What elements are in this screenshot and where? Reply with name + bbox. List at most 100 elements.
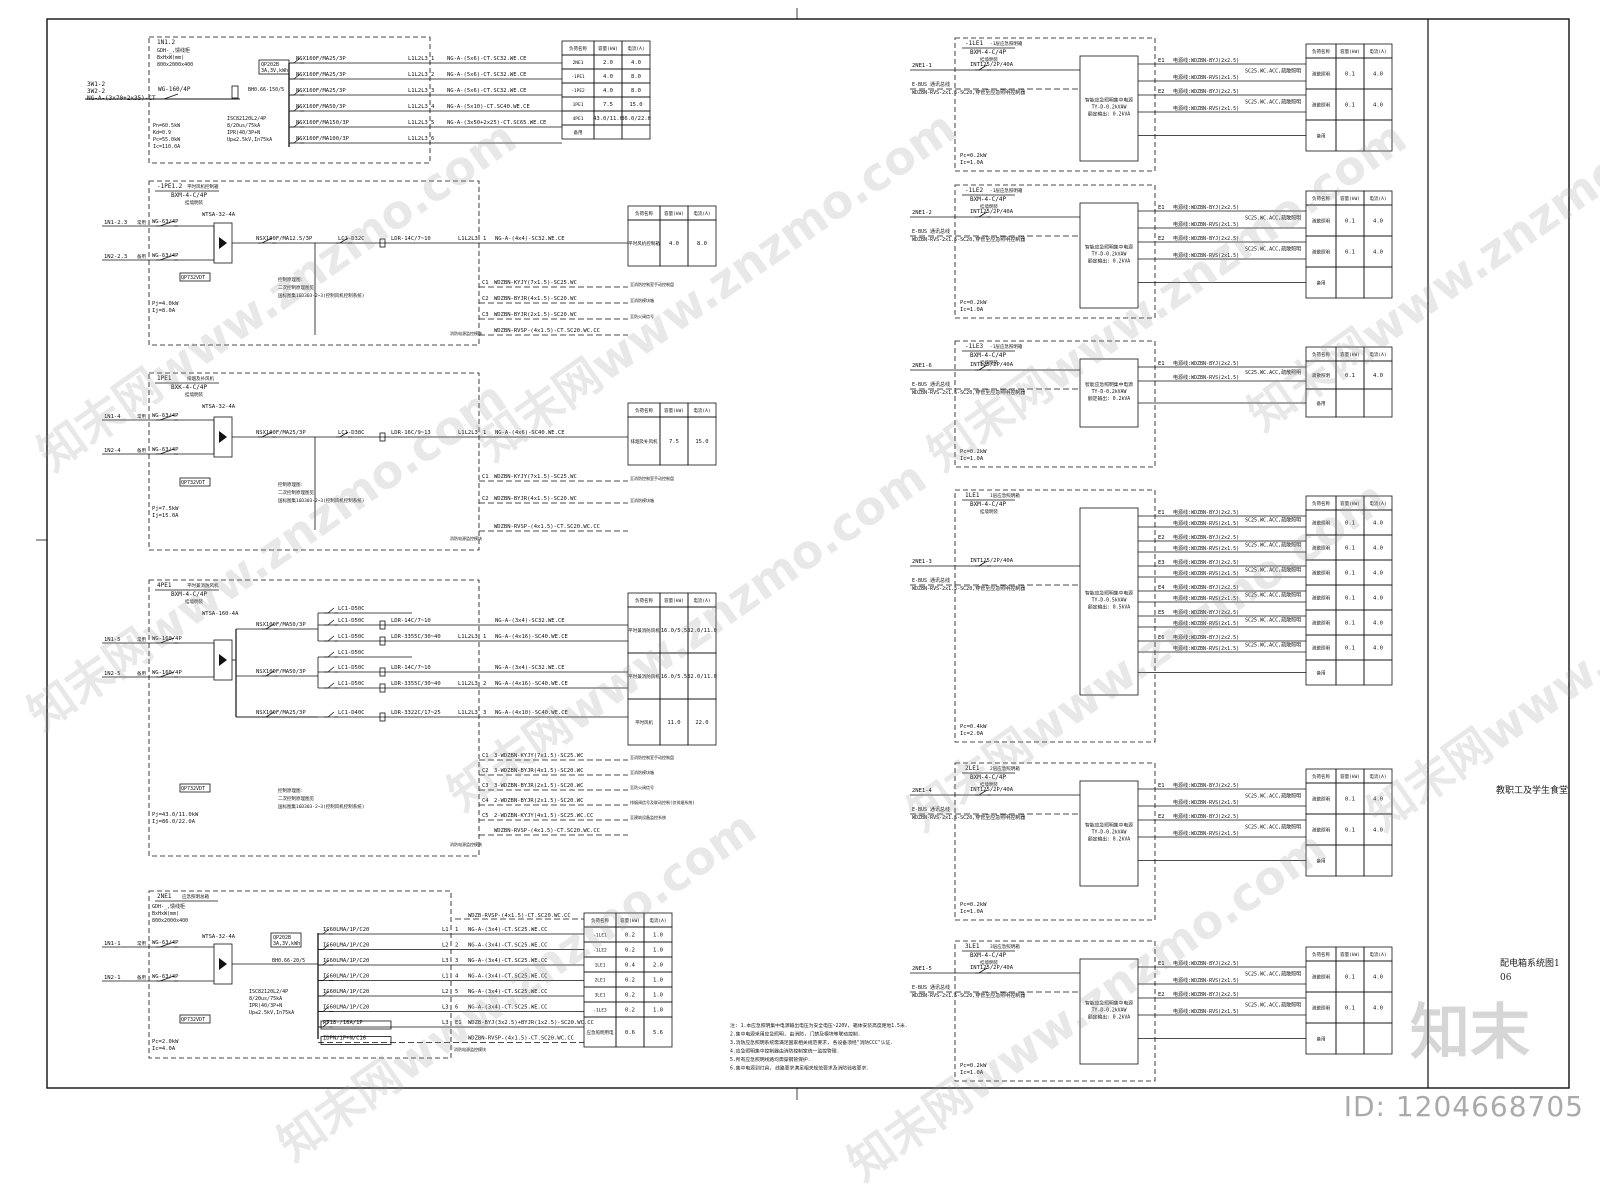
table-cell <box>1335 266 1365 299</box>
label: 电源线:WDZBN-RVS(2x1.5) <box>1173 545 1239 552</box>
table-cell-text: -1PE1 <box>571 74 585 80</box>
label: 备用 <box>137 670 146 677</box>
label: L2 <box>442 989 449 995</box>
label: 挂墙明装 <box>980 508 998 515</box>
overload-relay <box>379 620 386 630</box>
label: 1 <box>483 236 486 242</box>
label: 1N2-4 <box>104 448 121 454</box>
table-cell-text: 备用 <box>1317 858 1326 865</box>
table-cell-text: 1.0 <box>653 993 663 999</box>
label: BXM-4-C/4P <box>970 196 1007 203</box>
label: NG-A-(3x4)-CT.SC25.WE.CC <box>468 958 547 964</box>
label: Ij=86.0/22.0A <box>152 819 196 825</box>
label: L1L2L3 <box>408 56 428 62</box>
label: 电源线:WDZBN-RVS(2x1.5) <box>1173 520 1239 527</box>
label: 电源线:WDZBN-RVS(2x1.5) <box>1173 595 1239 602</box>
table-cell-text: 0.4 <box>625 963 636 969</box>
controller <box>179 783 211 793</box>
table-cell-text: 电流(A) <box>693 597 710 604</box>
label: 电源线:WDZBN-BYJ(2x2.5) <box>1173 204 1239 211</box>
label: L2 <box>442 943 449 949</box>
table-cell-text: 0.2 <box>625 948 635 954</box>
table-cell <box>1335 388 1365 418</box>
label: 电源线:WDZBN-BYJ(2x2.5) <box>1173 88 1239 95</box>
table-cell-text: 0.1 <box>1345 103 1355 109</box>
panel-boundary <box>148 890 452 1059</box>
label: L1L2L3 <box>458 710 478 716</box>
label: NG-A-(3x50+2x25)-CT.SC65.WE.CE <box>447 120 546 126</box>
label: E2 <box>1158 89 1165 95</box>
table-cell-text: 容量(kW) <box>1340 773 1360 780</box>
switch-blade <box>327 635 335 642</box>
label: 电源线:WDZBN-RVS(2x1.5) <box>1173 570 1239 577</box>
table-cell-text: 7.5 <box>669 439 679 445</box>
label: NG-A-(3x4)-CT.SC25.WE.CC <box>468 1005 547 1011</box>
label: L3 <box>442 1020 449 1026</box>
label: L1L2L3 <box>458 430 478 436</box>
label: NG-A-(3x4)-CT.SC25.WE.CC <box>468 927 547 933</box>
label: 控制原理图: <box>278 481 303 488</box>
table-cell <box>687 698 717 746</box>
label: 电源线:WDZBN-RVS(2x1.5) <box>1173 977 1239 984</box>
label: 1N2-1 <box>104 975 121 981</box>
label: WDZBN-RVS-2x1.5-SC20,穿管至应急照明控制器 <box>912 89 1025 96</box>
switch-blade <box>327 619 335 626</box>
label: E1 <box>1158 205 1165 211</box>
table-cell-text: 负荷名称 <box>591 917 609 924</box>
label: 至消防模块箱 <box>630 769 654 775</box>
label: 1层应急照明箱 <box>990 492 1020 499</box>
label: 电源线:WDZBN-BYJ(2x2.5) <box>1173 584 1239 591</box>
label: C4 <box>482 798 489 804</box>
label: SC25.WC.ACC,疏散照明 <box>1245 1002 1301 1009</box>
table-cell-text: 3LE1 <box>595 993 606 999</box>
table-cell-text: 备用 <box>574 129 583 136</box>
switch-blade <box>261 431 273 438</box>
label: 额定输出: 0.2kVA <box>1088 836 1130 843</box>
label: 2NE1-1 <box>912 63 932 69</box>
label: Pj=43.0/11.0kW <box>152 812 199 818</box>
switch-blade <box>293 121 301 128</box>
label: QP732VDT <box>181 275 205 281</box>
label: 2NE1-6 <box>912 363 932 369</box>
label: C3 <box>482 783 489 789</box>
table-cell-text: 43.0/11.0 <box>593 116 623 122</box>
label: BH0.66-20/5 <box>272 958 305 964</box>
label: 电源线:WDZBN-BYJ(2x2.5) <box>1173 813 1239 820</box>
label: 800x2000x400 <box>152 918 188 924</box>
label: NSX160F/MA100/3P <box>296 136 350 142</box>
label: INT125/2P/40A <box>970 209 1014 215</box>
label: WTSA-32-4A <box>202 404 236 410</box>
label: 3 <box>483 710 486 716</box>
table-cell-text: 0.1 <box>1345 521 1355 527</box>
label: Up≤2.5kV,In75kA <box>227 137 272 143</box>
table-cell-text: 5.6 <box>653 1030 663 1036</box>
eps-unit <box>1079 958 1139 1065</box>
label: 挂墙明装 <box>980 56 998 63</box>
label: 电源线:WDZBN-RVS(2x1.5) <box>1173 645 1239 652</box>
label: SC25.WC.ACC,疏散照明 <box>1245 824 1301 831</box>
label: 常用 <box>137 413 146 420</box>
label: WDZBN-RVSP-(4x1.5)-CT.SC20.WC.CC <box>468 1036 574 1042</box>
label: IC60LMA/1P/C20 <box>323 989 369 995</box>
label: 3 <box>431 88 434 94</box>
table-cell <box>1363 1022 1393 1055</box>
label: INT125/2P/40A <box>970 62 1014 68</box>
switch-blade <box>293 89 301 96</box>
table-cell-text: -1LE2 <box>593 948 607 954</box>
label: LDR-14C/7~10 <box>391 665 431 671</box>
table-cell-text: 负荷名称 <box>635 210 653 217</box>
label: IC60LMA/1P/C20 <box>323 974 369 980</box>
label: NSX160F/MA150/3P <box>296 120 350 126</box>
label: 电源线:WDZBN-RVS(2x1.5) <box>1173 221 1239 228</box>
label: 至消防模块箱 <box>630 497 654 503</box>
table-cell-text: 4.0 <box>669 241 679 247</box>
table-cell-text: 0.1 <box>1345 571 1355 577</box>
panel-boundary <box>148 36 431 164</box>
label: 备用 <box>137 974 146 981</box>
label: RT18-/16A/1P <box>323 1020 363 1026</box>
label: 国标图集16D303-2~3(控制风机控制系统) <box>278 497 365 504</box>
label: 1N1-1 <box>104 941 121 947</box>
switch-blade <box>265 711 275 718</box>
label: WDZBN-RVS-2x1.5-SC20,穿管至应急照明控制器 <box>912 585 1025 592</box>
table-cell-text: 4.0 <box>603 88 613 94</box>
